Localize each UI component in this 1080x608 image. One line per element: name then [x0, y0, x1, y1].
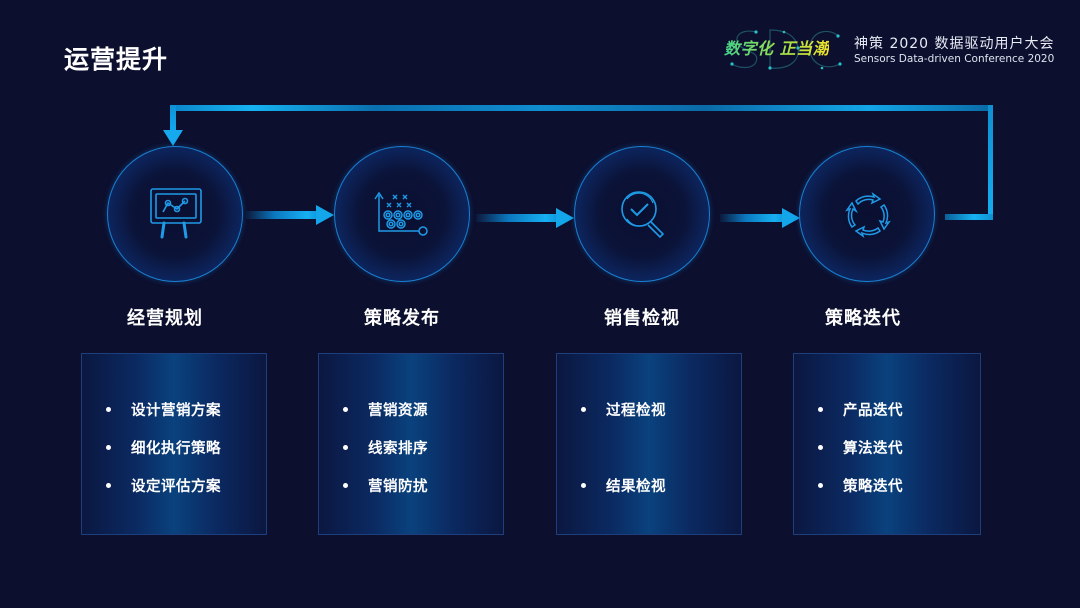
loop-line-top: [170, 105, 992, 111]
bullet-icon: [106, 482, 111, 488]
flow-arrow-3-icon: [720, 208, 800, 228]
step-circle-release: [334, 146, 470, 282]
loop-arrow-down-icon: [163, 130, 183, 146]
flow-arrow-2-icon: [476, 208, 574, 228]
bullet-icon: [818, 406, 823, 412]
bullet-icon: [581, 482, 586, 488]
loop-line-return: [945, 214, 993, 220]
step-circle-review: [574, 146, 710, 282]
step-box-iteration: 产品迭代 算法迭代 策略迭代: [793, 353, 981, 535]
magnifier-check-icon: [621, 191, 665, 239]
loop-line-right: [988, 105, 993, 218]
list-item: 产品迭代: [818, 399, 903, 420]
presentation-chart-icon: [150, 188, 202, 239]
step-circle-planning: [107, 146, 243, 282]
sdc-watermark-icon: [730, 29, 842, 70]
loop-line-left: [170, 105, 176, 133]
list-item: 策略迭代: [818, 475, 903, 496]
logo-title-en: Sensors Data-driven Conference 2020: [854, 53, 1055, 65]
strategy-playbook-icon: [374, 191, 428, 236]
logo-title-cn: 神策 2020 数据驱动用户大会: [854, 36, 1055, 52]
bullet-icon: [106, 444, 111, 450]
bullet-icon: [818, 444, 823, 450]
step-box-release: 营销资源 线索排序 营销防扰: [318, 353, 504, 535]
list-item: 设计营销方案: [106, 399, 221, 420]
conference-logo: 数字化 正当潮 神策 2020 数据驱动用户大会 Sensors Data-dr…: [722, 24, 1062, 74]
logo-slogan: 数字化 正当潮: [724, 35, 829, 59]
bullet-icon: [106, 406, 111, 412]
list-item: 营销资源: [343, 399, 428, 420]
bullet-icon: [818, 482, 823, 488]
step-label-iteration: 策略迭代: [825, 308, 901, 329]
flow-arrow-1-icon: [246, 205, 334, 225]
cycle-arrows-icon: [845, 192, 891, 238]
bullet-icon: [581, 406, 586, 412]
list-item: 算法迭代: [818, 437, 903, 458]
list-item: 细化执行策略: [106, 437, 221, 458]
step-label-planning: 经营规划: [127, 308, 203, 329]
page-title: 运营提升: [64, 45, 169, 74]
step-box-review: 过程检视 结果检视: [556, 353, 742, 535]
step-label-review: 销售检视: [604, 308, 680, 329]
list-item: 营销防扰: [343, 475, 428, 496]
list-item: 设定评估方案: [106, 475, 221, 496]
bullet-icon: [343, 406, 348, 412]
list-item: 线索排序: [343, 437, 428, 458]
step-label-release: 策略发布: [364, 308, 440, 329]
step-circle-iteration: [799, 146, 935, 282]
bullet-icon: [343, 482, 348, 488]
list-item: 结果检视: [581, 475, 666, 496]
list-item: 过程检视: [581, 399, 666, 420]
bullet-icon: [343, 444, 348, 450]
step-box-planning: 设计营销方案 细化执行策略 设定评估方案: [81, 353, 267, 535]
